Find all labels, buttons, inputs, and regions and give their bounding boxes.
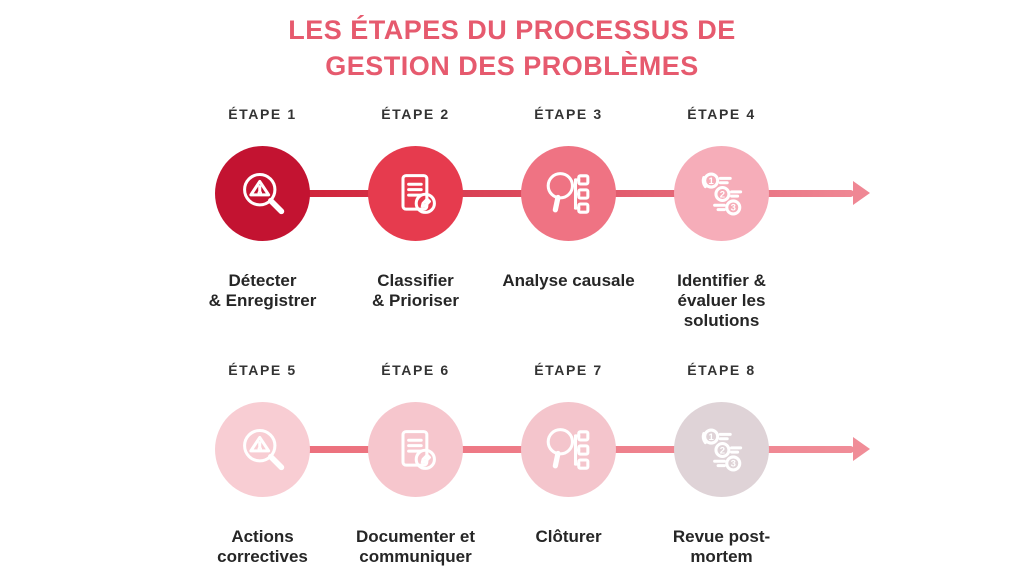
step-5: ÉTAPE 5 Actions correctives	[186, 362, 339, 567]
step-number-label: ÉTAPE 7	[534, 362, 603, 378]
arrow-right-icon-row1	[853, 181, 870, 205]
step-circle	[368, 402, 463, 497]
magnifier-alert-icon	[237, 168, 289, 220]
step-caption: Actions correctives	[217, 527, 308, 566]
step-number-label: ÉTAPE 2	[381, 106, 450, 122]
step-number-label: ÉTAPE 1	[228, 106, 297, 122]
step-circle	[674, 402, 769, 497]
step-1: ÉTAPE 1 Détecter & Enregistrer	[186, 106, 339, 331]
document-pencil-icon	[390, 424, 442, 476]
step-6: ÉTAPE 6 Documenter et communiquer	[339, 362, 492, 567]
document-pencil-icon	[390, 168, 442, 220]
step-2: ÉTAPE 2 Classifier & Prioriser	[339, 106, 492, 331]
step-caption: Détecter & Enregistrer	[208, 271, 317, 310]
numbered-list-icon	[696, 424, 748, 476]
step-number-label: ÉTAPE 5	[228, 362, 297, 378]
step-circle	[521, 146, 616, 241]
magnifier-diagram-icon	[543, 168, 595, 220]
step-circle	[521, 402, 616, 497]
step-circle	[674, 146, 769, 241]
step-caption: Classifier & Prioriser	[372, 271, 459, 310]
step-caption: Analyse causale	[502, 271, 635, 290]
step-circle	[215, 146, 310, 241]
process-row-1: ÉTAPE 1 Détecter & Enregistrer ÉTAPE 2 C…	[186, 106, 886, 336]
arrow-right-icon-row2	[853, 437, 870, 461]
magnifier-diagram-icon	[543, 424, 595, 476]
step-number-label: ÉTAPE 8	[687, 362, 756, 378]
step-number-label: ÉTAPE 4	[687, 106, 756, 122]
infographic-title: LES ÉTAPES DU PROCESSUS DE GESTION DES P…	[288, 15, 736, 81]
step-4: ÉTAPE 4 Identifier & évaluer les solutio…	[645, 106, 798, 331]
step-8: ÉTAPE 8 Revue post- mortem	[645, 362, 798, 567]
magnifier-alert-icon	[237, 424, 289, 476]
step-caption: Identifier & évaluer les solutions	[677, 271, 766, 330]
step-3: ÉTAPE 3 Analyse causale	[492, 106, 645, 331]
step-circle	[368, 146, 463, 241]
step-circle	[215, 402, 310, 497]
step-number-label: ÉTAPE 6	[381, 362, 450, 378]
step-caption: Documenter et communiquer	[355, 527, 476, 566]
process-row-2: ÉTAPE 5 Actions correctives ÉTAPE 6 Docu…	[186, 362, 886, 576]
step-caption: Clôturer	[535, 527, 602, 546]
numbered-list-icon	[696, 168, 748, 220]
step-number-label: ÉTAPE 3	[534, 106, 603, 122]
step-caption: Revue post- mortem	[672, 527, 771, 566]
step-7: ÉTAPE 7 Clôturer	[492, 362, 645, 567]
